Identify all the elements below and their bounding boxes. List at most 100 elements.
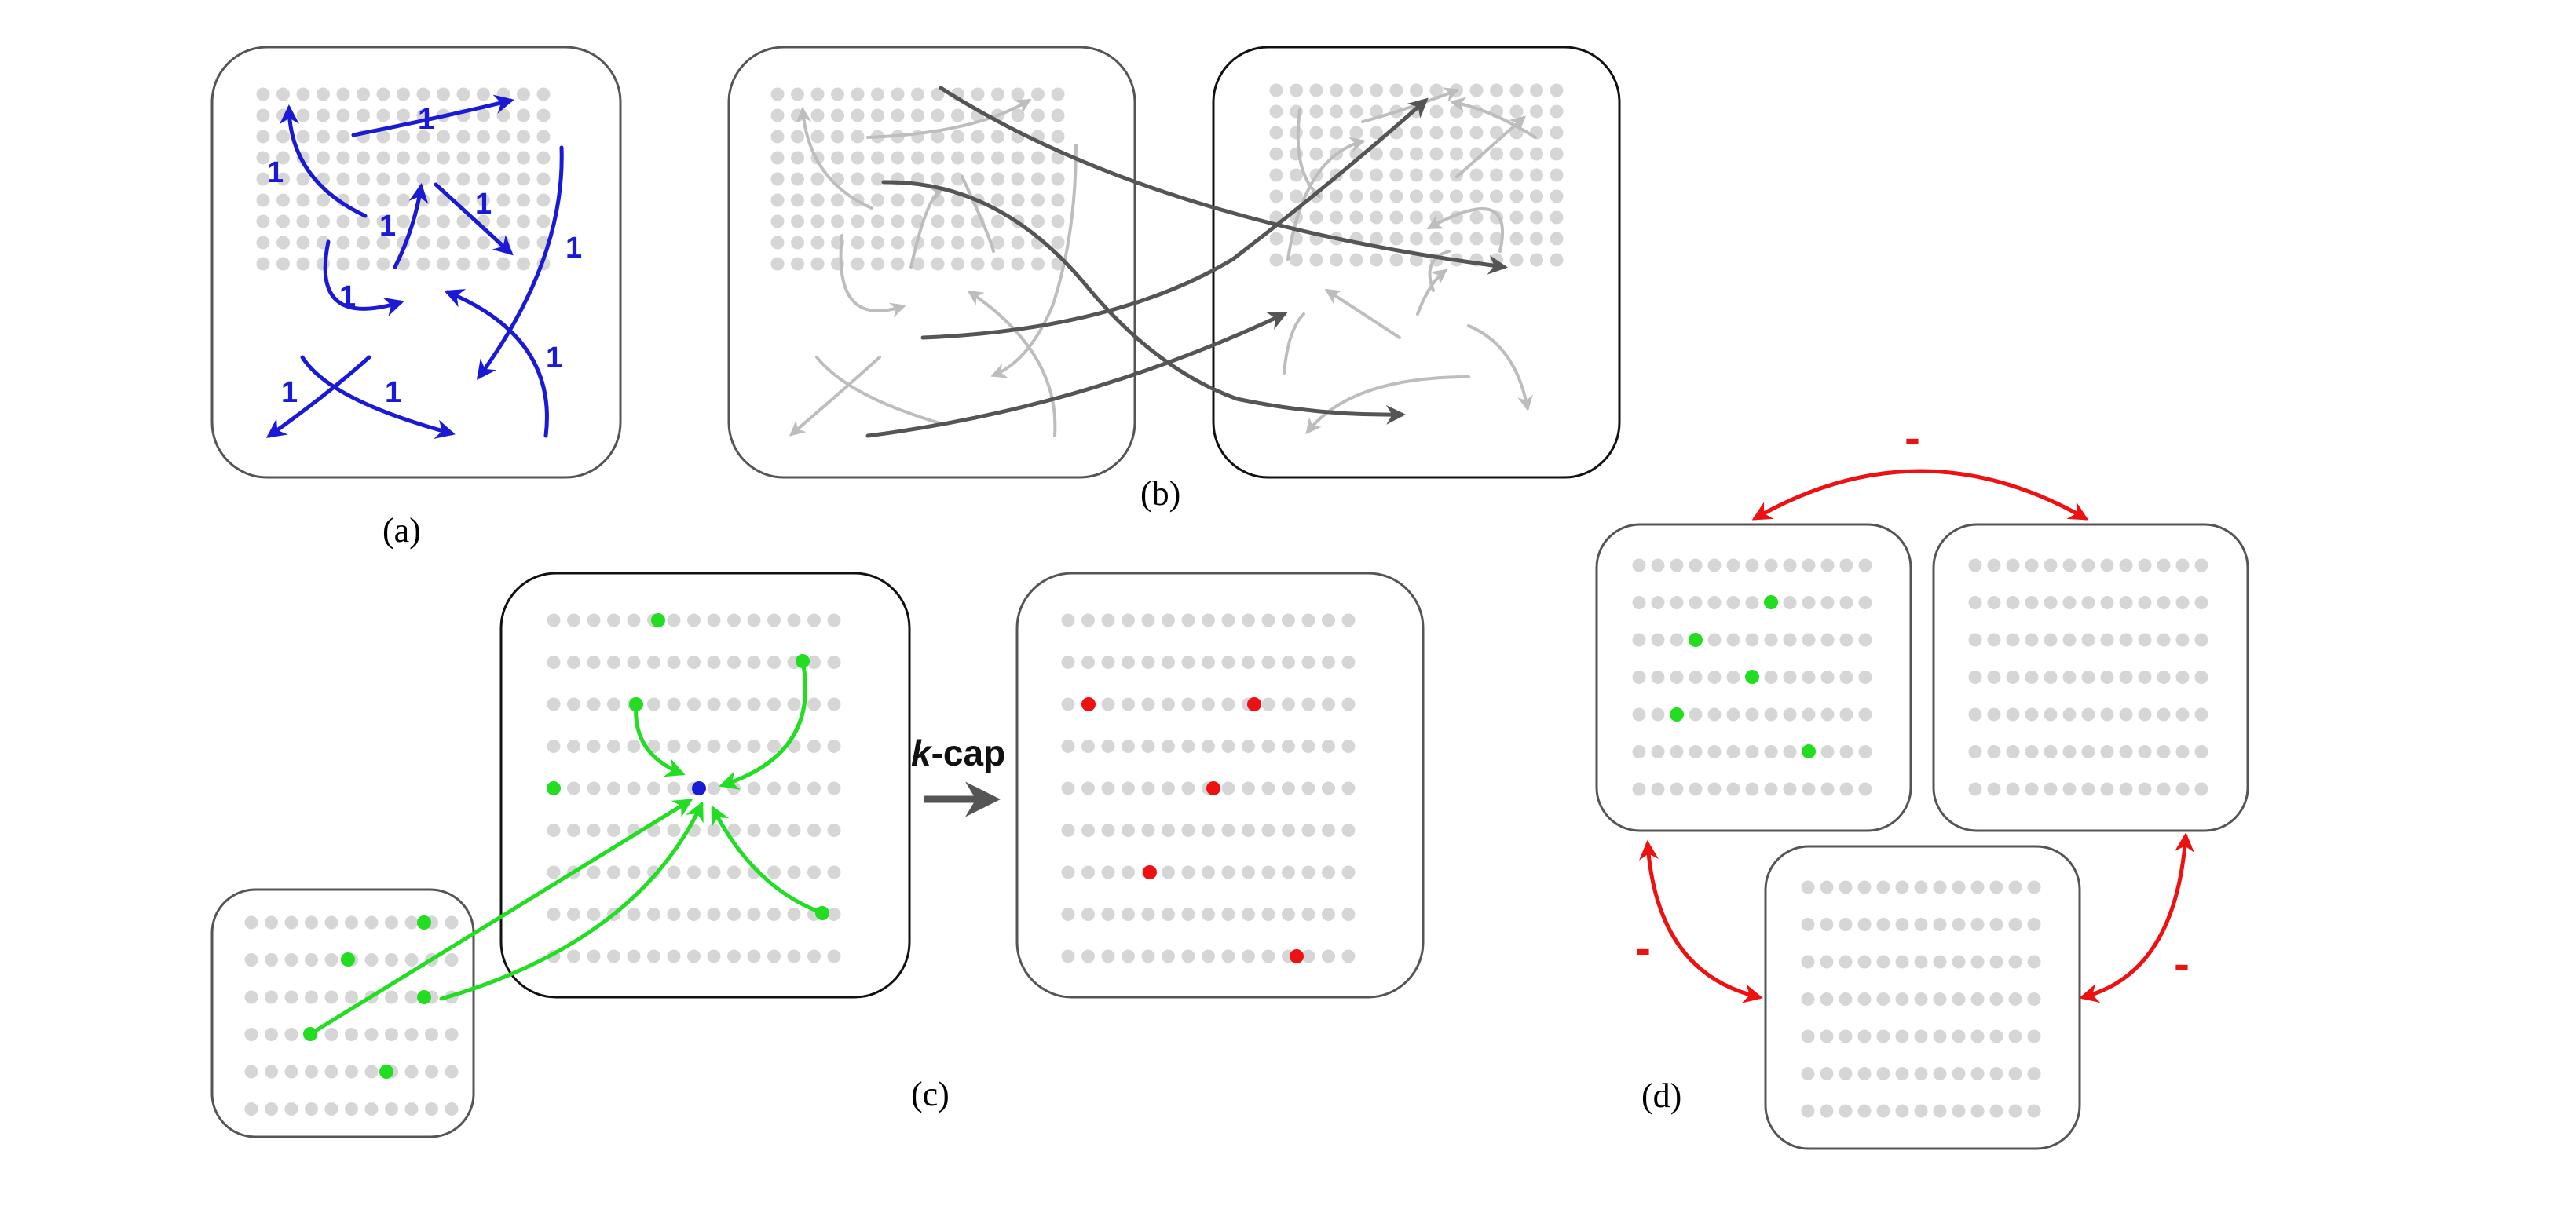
neuron [256, 193, 270, 207]
neuron [807, 781, 821, 795]
neuron [1857, 955, 1872, 969]
neuron [2175, 671, 2190, 684]
neuron [244, 953, 258, 967]
neuron [1261, 781, 1275, 795]
neuron [357, 108, 370, 122]
neuron [1707, 633, 1722, 647]
neuron [1933, 1029, 1947, 1043]
neuron [587, 697, 601, 711]
neuron [687, 865, 701, 879]
neuron [437, 151, 450, 165]
neuron [265, 1028, 278, 1041]
intra-area-edge [967, 290, 1057, 437]
neuron [1707, 782, 1722, 796]
neuron [891, 108, 905, 122]
neuron [2194, 707, 2208, 722]
neuron [687, 740, 701, 753]
neuron-grid-d-bottom [1801, 880, 2041, 1118]
neuron [1783, 596, 1797, 609]
inhibition-signs-d: - - - [1635, 411, 2190, 990]
neuron [1031, 108, 1045, 122]
neuron [1261, 613, 1275, 627]
neuron [1429, 83, 1444, 97]
neuron [2100, 596, 2114, 609]
neuron [296, 214, 310, 228]
neuron [770, 257, 785, 271]
neuron [1783, 633, 1797, 647]
neuron [1081, 908, 1095, 921]
neuron [517, 151, 530, 165]
neuron [1839, 558, 1853, 572]
neuron [891, 87, 905, 101]
neuron [1322, 824, 1335, 837]
neuron [2175, 782, 2190, 796]
neuron [1914, 918, 1928, 931]
neuron [2100, 707, 2114, 722]
neuron [911, 87, 924, 101]
neuron [324, 953, 338, 967]
neuron [647, 656, 660, 669]
neuron [770, 193, 785, 207]
neuron [791, 193, 804, 207]
neuron [1914, 1067, 1928, 1080]
neuron [1820, 1029, 1834, 1043]
neuron [536, 151, 551, 165]
intra-area-edge [866, 98, 1032, 139]
neuron [1221, 824, 1235, 837]
neuron [1914, 955, 1928, 969]
neuron [667, 697, 681, 711]
neuron [871, 172, 884, 186]
neuron [1202, 865, 1215, 879]
neuron [517, 257, 530, 271]
neuron [1261, 656, 1275, 669]
neuron [1389, 232, 1403, 246]
neuron [1181, 697, 1195, 711]
neuron [357, 87, 370, 101]
neuron [1242, 824, 1255, 837]
neuron [477, 257, 490, 271]
neuron [324, 1028, 338, 1041]
neuron [1349, 189, 1363, 203]
neuron [1370, 253, 1383, 267]
neuron [2008, 918, 2022, 931]
neuron [1410, 210, 1423, 225]
intra-area-edge [1426, 207, 1505, 253]
neuron [791, 214, 804, 228]
neuron [1450, 232, 1463, 246]
neuron [517, 130, 530, 144]
neuron [1801, 918, 1815, 931]
neuron [1469, 168, 1484, 182]
neuron [1162, 824, 1175, 837]
firing-edge [308, 799, 693, 1036]
neuron [284, 915, 298, 930]
neuron [587, 656, 601, 669]
neuron [517, 108, 530, 122]
neuron [336, 151, 350, 165]
neuron [2062, 782, 2077, 796]
neuron [1261, 949, 1275, 963]
neuron [1330, 210, 1343, 225]
neuron [1162, 740, 1175, 753]
weighted-edge [279, 104, 368, 218]
neuron [376, 236, 390, 250]
neuron [385, 990, 398, 1004]
neuron [1101, 697, 1115, 711]
neuron [547, 908, 561, 921]
neuron [1370, 232, 1383, 246]
neuron [357, 257, 370, 271]
neuron [364, 1102, 379, 1116]
neuron [1726, 707, 1740, 722]
neuron [385, 915, 398, 930]
neuron [416, 151, 430, 165]
neuron [1410, 232, 1423, 246]
neuron [1081, 740, 1095, 753]
neuron [536, 193, 551, 207]
neuron [2006, 745, 2020, 758]
neuron [1469, 189, 1484, 203]
neuron [496, 193, 510, 207]
neuron [1509, 83, 1524, 97]
neuron [791, 172, 804, 186]
neuron [1820, 745, 1835, 758]
neuron [1301, 656, 1315, 669]
neuron [1269, 83, 1283, 97]
